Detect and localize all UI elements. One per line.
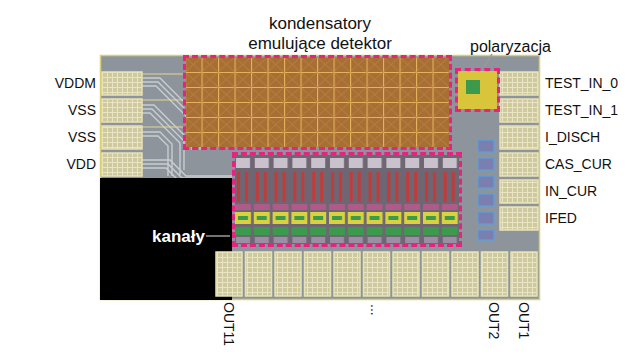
region-label: kondensatory emulujące detektor (235, 14, 405, 54)
chip-ground (100, 55, 540, 300)
bottom-pads (216, 252, 537, 296)
pin-name: OUT11 (221, 302, 237, 346)
pin-name: TEST_IN_1 (545, 102, 618, 118)
pin-name: OUT1 (516, 302, 532, 339)
pin-name: TEST_IN_0 (545, 75, 618, 91)
region-label: polaryzacja (470, 37, 551, 57)
channel-array (235, 155, 459, 244)
pin-name: IFED (545, 210, 577, 226)
capacitor-array (186, 58, 449, 147)
right-pads (500, 72, 538, 230)
bias-transistor (466, 80, 480, 94)
left-pads (102, 72, 142, 176)
chip-border (101, 56, 540, 300)
pin-name: ... (368, 304, 384, 316)
channel-region: kanały (232, 152, 462, 247)
bias-region: polaryzacja (455, 68, 500, 112)
bias-block (458, 71, 497, 109)
pin-name: VDDM (55, 75, 96, 91)
region-label: kanały (152, 227, 205, 247)
pin-name: I_DISCH (545, 129, 600, 145)
pin-name: VDD (66, 156, 96, 172)
empty-area (100, 178, 232, 300)
pin-name: IN_CUR (545, 183, 597, 199)
pin-name: OUT2 (486, 302, 502, 339)
pin-name: VSS (68, 102, 96, 118)
pin-name: CAS_CUR (545, 156, 612, 172)
capacitor-region: kondensatory emulujące detektor (183, 55, 452, 150)
bias-cells (478, 140, 494, 240)
pin-name: VSS (68, 129, 96, 145)
